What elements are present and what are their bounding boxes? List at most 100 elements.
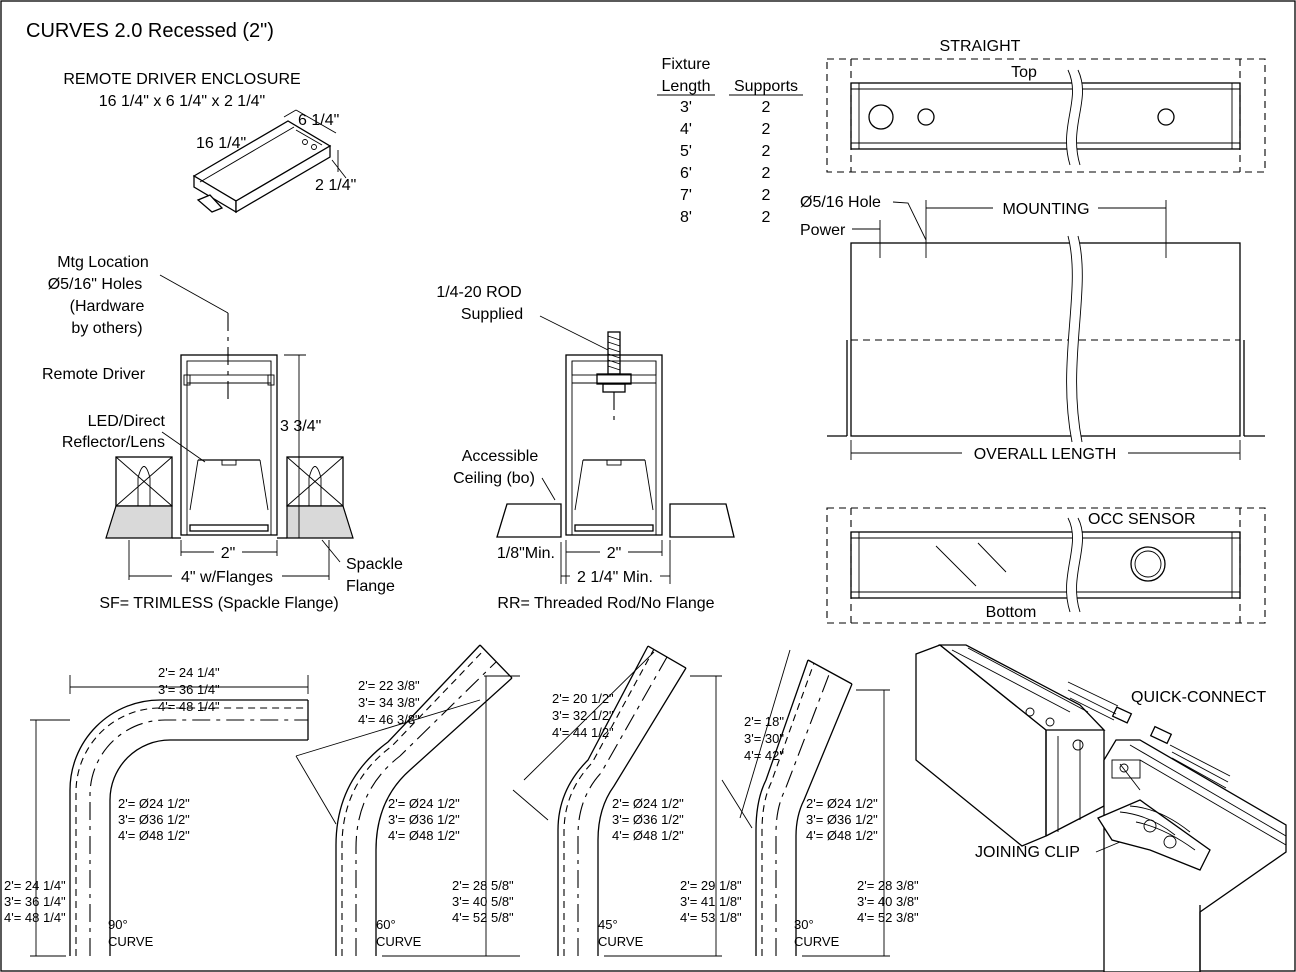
table-cell-length: 4' xyxy=(680,121,692,138)
top-label: Top xyxy=(1011,64,1037,81)
curve-90-side-2: 2'= 24 1/4" xyxy=(4,878,66,893)
curve-45-dia-2: 2'= Ø24 1/2" xyxy=(612,796,684,811)
rr-caption: RR= Threaded Rod/No Flange xyxy=(497,595,714,612)
sf-inner-width-dim: 2" xyxy=(221,545,236,562)
curve-60: 2'= 22 3/8" 3'= 34 3/8" 4'= 46 3/8" 2'= … xyxy=(295,644,520,957)
rr-min-width-dim: 2 1/4" Min. xyxy=(577,569,653,586)
joining-clip-drawing: QUICK-CONNECT JOINING CLIP xyxy=(915,644,1287,972)
curve-90-dia-4: 4'= Ø48 1/2" xyxy=(118,828,190,843)
supports-table: Fixture Length Supports 3'24'25'26'27'28… xyxy=(657,56,803,226)
curve-45-top-4: 4'= 44 1/2" xyxy=(552,725,614,740)
mounting-label: MOUNTING xyxy=(1002,201,1089,218)
curve-60-dia-3: 3'= Ø36 1/2" xyxy=(388,812,460,827)
table-cell-supports: 2 xyxy=(762,187,771,204)
curve-60-side-4: 4'= 52 5/8" xyxy=(452,910,514,925)
enclosure-size: 16 1/4" x 6 1/4" x 2 1/4" xyxy=(99,93,265,110)
straight-heading: STRAIGHT xyxy=(940,38,1021,55)
rr-section: 1/4-20 ROD Supplied Accessible Ceiling (… xyxy=(436,284,735,612)
curve-45: 2'= 20 1/2" 3'= 32 1/2" 4'= 44 1/2" 2'= … xyxy=(512,645,742,957)
occ-sensor-label: OCC SENSOR xyxy=(1088,511,1196,528)
overall-length-label: OVERALL LENGTH xyxy=(974,446,1117,463)
curve-30-word: CURVE xyxy=(794,934,840,949)
curve-30-side-3: 3'= 40 3/8" xyxy=(857,894,919,909)
curve-60-word: CURVE xyxy=(376,934,422,949)
curve-90-top-2: 2'= 24 1/4" xyxy=(158,665,220,680)
curve-90-side-3: 3'= 36 1/4" xyxy=(4,894,66,909)
led-label: LED/Direct xyxy=(88,413,166,430)
curve-30: 2'= 18" 3'= 30" 4'= 42" 2'= Ø24 1/2" 3'=… xyxy=(721,649,919,957)
curve-45-side-4: 4'= 53 1/8" xyxy=(680,910,742,925)
mtg-by-others-label: by others) xyxy=(71,320,142,337)
curve-45-side-2: 2'= 29 1/8" xyxy=(680,878,742,893)
joining-clip-label: JOINING CLIP xyxy=(975,844,1080,861)
sf-section: Mtg Location Ø5/16" Holes (Hardware by o… xyxy=(42,254,403,612)
curve-45-dia-4: 4'= Ø48 1/2" xyxy=(612,828,684,843)
mtg-location-label: Mtg Location xyxy=(57,254,149,271)
curve-60-side-2: 2'= 28 5/8" xyxy=(452,878,514,893)
curve-30-dia-3: 3'= Ø36 1/2" xyxy=(806,812,878,827)
curve-90: 2'= 24 1/4" 3'= 36 1/4" 4'= 48 1/4" 2'= … xyxy=(4,665,309,957)
flange-label: Flange xyxy=(346,578,395,595)
curve-60-side-3: 3'= 40 5/8" xyxy=(452,894,514,909)
enclosure-length-dim: 16 1/4" xyxy=(196,135,246,152)
curve-45-side-3: 3'= 41 1/8" xyxy=(680,894,742,909)
straight-bottom-view: OCC SENSOR Bottom xyxy=(826,507,1266,624)
curve-30-name: 30° xyxy=(794,917,814,932)
curve-45-name: 45° xyxy=(598,917,618,932)
curve-90-word: CURVE xyxy=(108,934,154,949)
sf-height-dim: 3 3/4" xyxy=(280,418,321,435)
straight-side-view: Ø5/16 Hole Power MOUNTING OVERALL LENGTH xyxy=(800,194,1265,463)
sf-outer-width-dim: 4" w/Flanges xyxy=(181,569,273,586)
table-cell-length: 6' xyxy=(680,165,692,182)
power-label: Power xyxy=(800,222,846,239)
curve-60-dia-2: 2'= Ø24 1/2" xyxy=(388,796,460,811)
rod-supplied-label: Supplied xyxy=(461,306,523,323)
table-cell-supports: 2 xyxy=(762,99,771,116)
reflector-label: Reflector/Lens xyxy=(62,434,165,451)
enclosure-height-dim: 2 1/4" xyxy=(315,177,356,194)
enclosure-drawing: REMOTE DRIVER ENCLOSURE 16 1/4" x 6 1/4"… xyxy=(63,71,356,214)
table-cell-length: 8' xyxy=(680,209,692,226)
sf-caption: SF= TRIMLESS (Spackle Flange) xyxy=(99,595,338,612)
curve-90-side-4: 4'= 48 1/4" xyxy=(4,910,66,925)
spackle-label: Spackle xyxy=(346,556,403,573)
curve-45-word: CURVE xyxy=(598,934,644,949)
curve-30-dia-4: 4'= Ø48 1/2" xyxy=(806,828,878,843)
curve-90-top-3: 3'= 36 1/4" xyxy=(158,682,220,697)
curve-45-dia-3: 3'= Ø36 1/2" xyxy=(612,812,684,827)
straight-top-view: STRAIGHT Top xyxy=(826,38,1266,173)
rr-min-gap-dim: 1/8"Min. xyxy=(497,545,555,562)
curve-90-name: 90° xyxy=(108,917,128,932)
ceiling-label: Ceiling (bo) xyxy=(453,470,535,487)
table-cell-supports: 2 xyxy=(762,143,771,160)
table-head-length: Length xyxy=(662,78,711,95)
table-head-supports: Supports xyxy=(734,78,798,95)
curve-30-top-2: 2'= 18" xyxy=(744,714,784,729)
curve-60-dia-4: 4'= Ø48 1/2" xyxy=(388,828,460,843)
curve-60-top-3: 3'= 34 3/8" xyxy=(358,695,420,710)
curve-60-name: 60° xyxy=(376,917,396,932)
table-cell-length: 5' xyxy=(680,143,692,160)
bottom-label: Bottom xyxy=(986,604,1037,621)
table-cell-supports: 2 xyxy=(762,165,771,182)
quick-connect-label: QUICK-CONNECT xyxy=(1131,689,1266,706)
hole-label: Ø5/16 Hole xyxy=(800,194,881,211)
curve-30-top-3: 3'= 30" xyxy=(744,731,784,746)
curve-30-side-2: 2'= 28 3/8" xyxy=(857,878,919,893)
curve-30-side-4: 4'= 52 3/8" xyxy=(857,910,919,925)
rod-label: 1/4-20 ROD xyxy=(436,284,521,301)
table-cell-supports: 2 xyxy=(762,209,771,226)
table-cell-length: 7' xyxy=(680,187,692,204)
enclosure-width-dim: 6 1/4" xyxy=(298,112,339,129)
mtg-hardware-label: (Hardware xyxy=(70,298,145,315)
curve-30-dia-2: 2'= Ø24 1/2" xyxy=(806,796,878,811)
curve-30-top-4: 4'= 42" xyxy=(744,748,784,763)
curve-60-top-2: 2'= 22 3/8" xyxy=(358,678,420,693)
mtg-holes-label: Ø5/16" Holes xyxy=(48,276,143,293)
enclosure-heading: REMOTE DRIVER ENCLOSURE xyxy=(63,71,300,88)
page-title: CURVES 2.0 Recessed (2") xyxy=(26,20,274,42)
rr-inner-width-dim: 2" xyxy=(607,545,622,562)
accessible-label: Accessible xyxy=(462,448,539,465)
